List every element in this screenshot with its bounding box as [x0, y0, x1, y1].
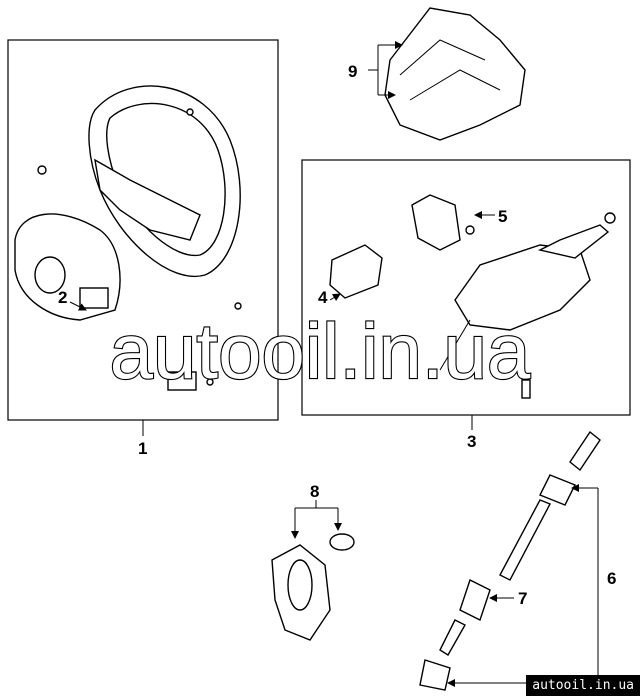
ignition-switch-part — [411, 194, 475, 251]
intermediate-shaft-part — [419, 430, 601, 691]
steering-wheel-cover-part — [14, 213, 121, 321]
switch-part — [167, 371, 214, 391]
callout-7: 7 — [518, 589, 527, 608]
combination-switch-part — [329, 244, 383, 299]
steering-column-part — [439, 212, 616, 399]
group-box-steering-column — [301, 159, 631, 416]
callout-5: 5 — [498, 207, 507, 226]
leader-9 — [368, 41, 403, 99]
watermark-text: autooil.in.ua — [110, 307, 531, 395]
callout-6: 6 — [607, 569, 616, 588]
callout-9: 9 — [348, 62, 357, 81]
callout-3: 3 — [467, 432, 476, 451]
column-boot-part — [271, 533, 355, 641]
footer-watermark: autooil.in.ua — [526, 675, 640, 696]
callout-4: 4 — [318, 288, 328, 307]
leader-4 — [329, 293, 341, 302]
callout-8: 8 — [310, 482, 319, 501]
leader-8 — [291, 500, 342, 539]
callout-2: 2 — [58, 288, 67, 307]
callout-1: 1 — [138, 439, 147, 458]
leader-2 — [69, 301, 87, 311]
column-cover-part — [384, 7, 526, 141]
steering-wheel-part — [37, 85, 242, 310]
